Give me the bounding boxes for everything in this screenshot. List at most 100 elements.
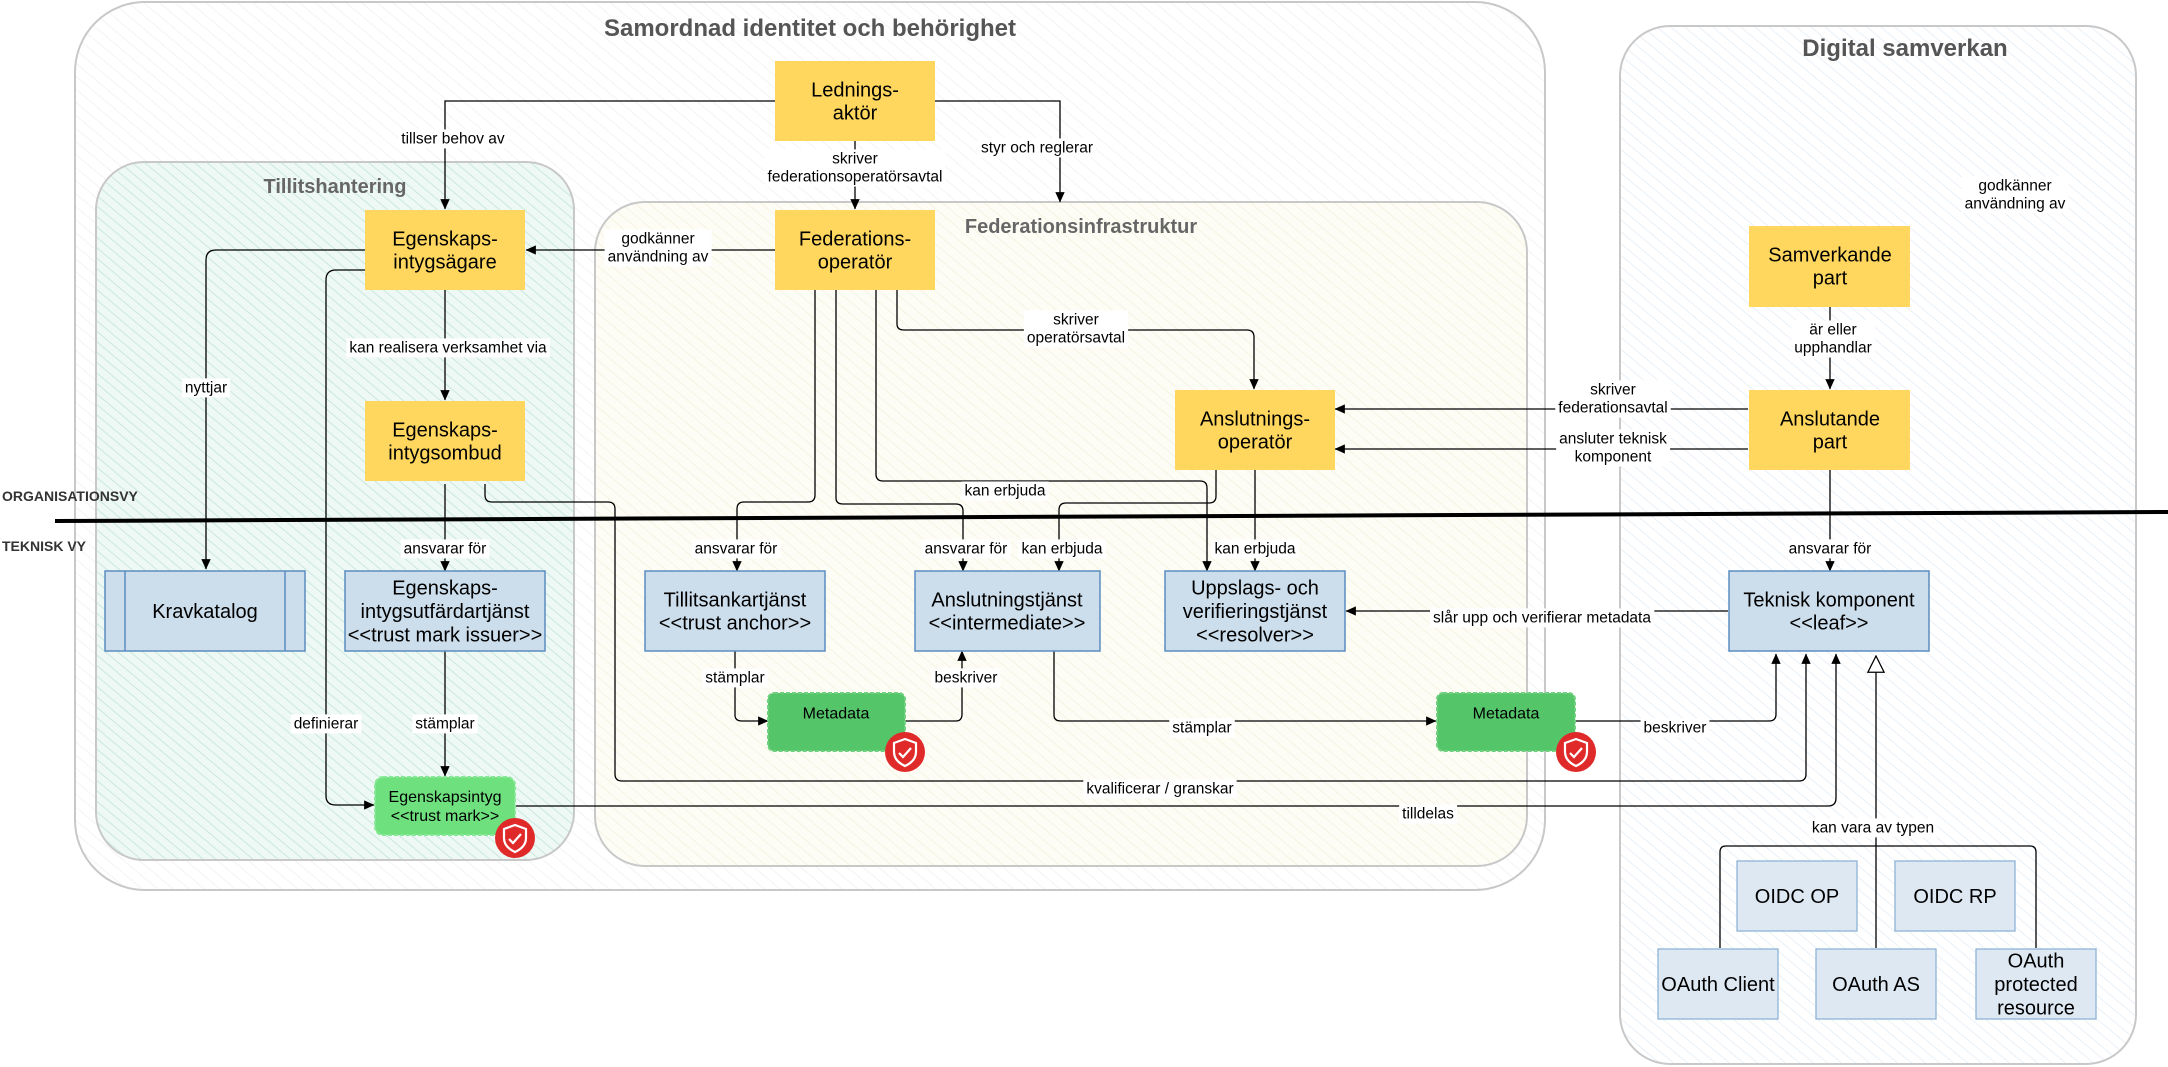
node-anslutningsoperator[interactable]: Anslutnings-operatör xyxy=(1175,390,1335,470)
node-egenskapsintygsombud-label: Egenskaps-intygsombud xyxy=(388,419,501,464)
text-line: Tillitsankartjänst xyxy=(664,589,807,611)
edge-label-background xyxy=(290,714,362,734)
region-digital-title: Digital samverkan xyxy=(1802,35,2007,62)
actor-nodes: Lednings-aktör Federations-operatör Egen… xyxy=(365,61,1910,481)
edge-label-background xyxy=(1791,320,1875,358)
text-line: Anslutningstjänst xyxy=(931,589,1083,611)
text-line: kan erbjuda xyxy=(964,482,1045,499)
label-kan-erbjuda-2: kan erbjuda xyxy=(1021,540,1102,557)
node-intygsutfardartjanst[interactable]: Egenskaps-intygsutfärdartjänst<<trust ma… xyxy=(344,570,546,652)
region-identity-title: Samordnad identitet och behörighet xyxy=(604,15,1016,42)
edge-label-background xyxy=(346,338,551,358)
node-oauth-as-label: OAuth AS xyxy=(1832,974,1920,996)
label-styr: styr och reglerar xyxy=(981,139,1093,156)
node-intygsutfardartjanst-label: Egenskaps-intygsutfärdartjänst<<trust ma… xyxy=(348,578,543,647)
node-egenskapsintygsombud[interactable]: Egenskaps-intygsombud xyxy=(365,401,525,481)
node-kravkatalog[interactable]: Kravkatalog xyxy=(104,570,306,652)
label-ansvarar-3: ansvarar för xyxy=(925,540,1008,557)
edge-styr xyxy=(935,100,1065,203)
node-ledningsaktor-label: Lednings-aktör xyxy=(811,79,899,124)
view-label-technical: TEKNISK VY xyxy=(2,538,87,554)
node-federationsoperator[interactable]: Federations-operatör xyxy=(775,210,935,290)
label-beskriver-1: beskriver xyxy=(935,669,998,686)
edge-label-background xyxy=(1169,718,1235,738)
text-line: nyttjar xyxy=(185,379,227,396)
text-line: aktör xyxy=(833,103,878,125)
edge-label-background xyxy=(1555,380,1671,418)
text-line: Uppslags- och xyxy=(1191,578,1319,600)
edge-label-background xyxy=(1808,818,1938,838)
edge-kan-vara-branches xyxy=(1719,845,2037,948)
node-federationsoperator-label: Federations-operatör xyxy=(799,228,911,273)
text-line: federationsoperatörsavtal xyxy=(768,169,943,186)
text-line: godkänner xyxy=(621,230,694,247)
node-oidc-op[interactable]: OIDC OP xyxy=(1736,860,1858,932)
view-label-organisation: ORGANISATIONSVY xyxy=(2,488,139,504)
node-anslutningstjanst[interactable]: Anslutningstjänst<<intermediate>> xyxy=(914,570,1101,652)
region-federation: Federationsinfrastruktur xyxy=(594,201,1528,867)
shield-badge-icon xyxy=(1556,732,1596,772)
text-line: upphandlar xyxy=(1794,340,1872,357)
text-line: beskriver xyxy=(1644,719,1707,736)
view-divider: ORGANISATIONSVY TEKNISK VY xyxy=(2,488,2168,554)
node-egenskapsintygsagare[interactable]: Egenskaps-intygsägare xyxy=(365,210,525,290)
text-line: skriver xyxy=(1053,311,1099,328)
edge-ansvarar-2 xyxy=(732,290,816,572)
edge-tillser xyxy=(440,100,775,210)
text-line: Kravkatalog xyxy=(152,601,258,623)
edge-beskriver-2 xyxy=(1575,653,1781,722)
text-line: intygsägare xyxy=(393,252,496,274)
text-line: ansvarar för xyxy=(925,540,1008,557)
text-line: Egenskaps- xyxy=(392,228,498,250)
node-metadata-2[interactable]: Metadata xyxy=(1436,692,1596,772)
text-line: protected xyxy=(1994,974,2077,996)
label-stamplar-1: stämplar xyxy=(415,715,474,732)
label-ansvarar-1: ansvarar för xyxy=(404,540,487,557)
label-beskriver-2: beskriver xyxy=(1644,719,1707,736)
edge-stamplar-2 xyxy=(734,651,769,726)
text-line: part xyxy=(1813,268,1848,290)
edge-label-background xyxy=(1785,539,1875,559)
node-anslutningstjanst-label: Anslutningstjänst<<intermediate>> xyxy=(929,589,1086,634)
node-oidc-rp[interactable]: OIDC RP xyxy=(1894,860,2016,932)
node-oauth-as[interactable]: OAuth AS xyxy=(1815,948,1937,1020)
region-trust: Tillitshantering xyxy=(95,161,575,861)
node-oidc-rp-label: OIDC RP xyxy=(1913,886,1996,908)
node-metadata-1[interactable]: Metadata xyxy=(767,692,925,772)
text-line: komponent xyxy=(1575,449,1652,466)
text-line: resource xyxy=(1997,997,2075,1019)
label-nyttjar: nyttjar xyxy=(185,379,227,396)
text-line: Metadata xyxy=(1473,706,1540,723)
edge-label-background xyxy=(400,539,490,559)
node-tillitsankartjanst[interactable]: Tillitsankartjänst<<trust anchor>> xyxy=(644,570,826,652)
label-kan-realisera: kan realisera verksamhet via xyxy=(349,339,547,356)
node-ledningsaktor[interactable]: Lednings-aktör xyxy=(775,61,935,141)
text-line: tilldelas xyxy=(1402,805,1454,822)
node-kravkatalog-label: Kravkatalog xyxy=(152,601,258,623)
label-definierar: definierar xyxy=(294,715,359,732)
shield-badge-icon xyxy=(495,818,535,858)
text-line: Lednings- xyxy=(811,79,899,101)
text-line: kan erbjuda xyxy=(1021,540,1102,557)
text-line: OIDC RP xyxy=(1913,886,1996,908)
node-teknisk-komponent[interactable]: Teknisk komponent<<leaf>> xyxy=(1728,570,1930,652)
node-egenskapsintyg[interactable]: Egenskapsintyg<<trust mark>> xyxy=(374,776,535,858)
text-line: användning av xyxy=(1965,196,2066,213)
node-teknisk-komponent-label: Teknisk komponent<<leaf>> xyxy=(1743,589,1915,634)
label-ansvarar-2: ansvarar för xyxy=(695,540,778,557)
region-federation-title: Federationsinfrastruktur xyxy=(965,216,1197,238)
node-oauth-client[interactable]: OAuth Client xyxy=(1657,948,1779,1020)
